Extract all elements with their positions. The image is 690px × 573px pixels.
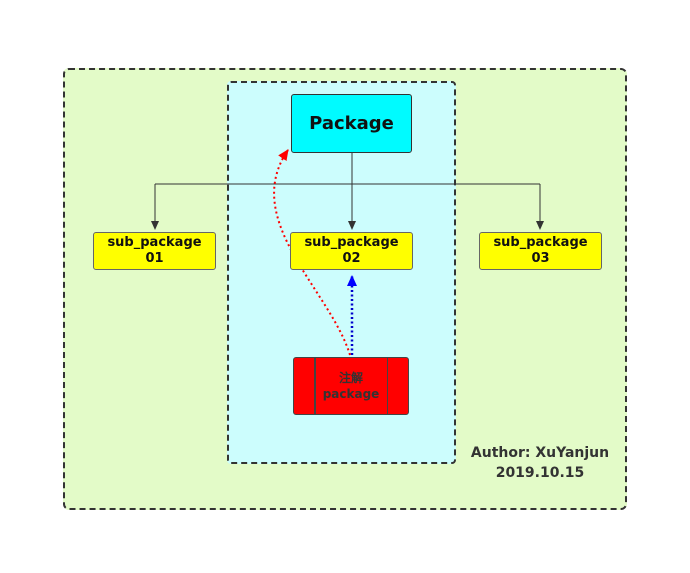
process-bar-left <box>314 358 316 414</box>
author-credit: Author: XuYanjun 2019.10.15 <box>468 443 612 483</box>
sub-package-label: sub_package <box>107 235 202 250</box>
sub-package-number: 03 <box>531 251 550 266</box>
sub-package-label: sub_package <box>304 235 399 250</box>
annotation-subtitle: package <box>322 387 380 401</box>
process-bar-right <box>386 358 388 414</box>
annotation-title: 注解 <box>338 371 363 385</box>
sub-package-03-node: sub_package 03 <box>479 232 602 270</box>
author-name: Author: XuYanjun <box>470 445 610 461</box>
sub-package-number: 01 <box>145 251 164 266</box>
sub-package-number: 02 <box>342 251 361 266</box>
sub-package-label: sub_package <box>493 235 588 250</box>
package-node: Package <box>291 94 412 153</box>
annotation-package-node: 注解 package <box>293 357 409 415</box>
sub-package-02-node: sub_package 02 <box>290 232 413 270</box>
author-date: 2019.10.15 <box>495 465 585 481</box>
package-label: Package <box>309 113 394 134</box>
sub-package-01-node: sub_package 01 <box>93 232 216 270</box>
